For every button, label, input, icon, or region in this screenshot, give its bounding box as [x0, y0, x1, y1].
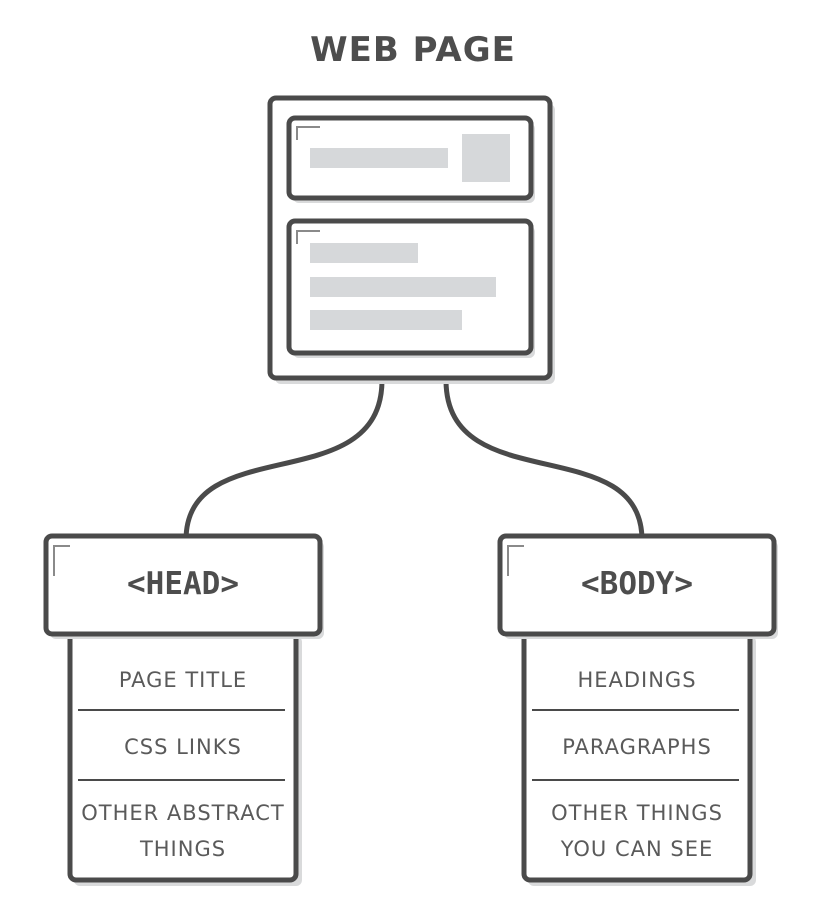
body-item-headings: HEADINGS — [577, 668, 697, 692]
body-card — [497, 533, 778, 886]
content-line-placeholder — [310, 277, 496, 297]
connector-to-head — [183, 377, 385, 543]
page-header-panel — [286, 115, 535, 203]
header-text-placeholder — [310, 148, 448, 168]
head-item-page-title: PAGE TITLE — [118, 668, 248, 692]
header-image-placeholder — [462, 134, 510, 182]
body-item-you-can-see: YOU CAN SEE — [560, 837, 714, 861]
content-heading-placeholder — [310, 243, 418, 263]
head-item-things: THINGS — [139, 837, 227, 861]
head-item-css-links: CSS LINKS — [124, 735, 242, 759]
head-card — [43, 533, 324, 886]
content-line-placeholder — [310, 310, 462, 330]
connector-to-body — [443, 377, 645, 543]
page-content-panel — [286, 218, 535, 358]
head-item-other-abstract: OTHER ABSTRACT — [81, 801, 285, 825]
body-tag-label: <BODY> — [581, 566, 693, 602]
body-item-other-things: OTHER THINGS — [551, 801, 723, 825]
head-tag-label: <HEAD> — [127, 566, 239, 602]
web-page-box — [267, 95, 555, 384]
body-item-paragraphs: PARAGRAPHS — [562, 735, 712, 759]
diagram-title: WEB PAGE — [310, 30, 516, 70]
